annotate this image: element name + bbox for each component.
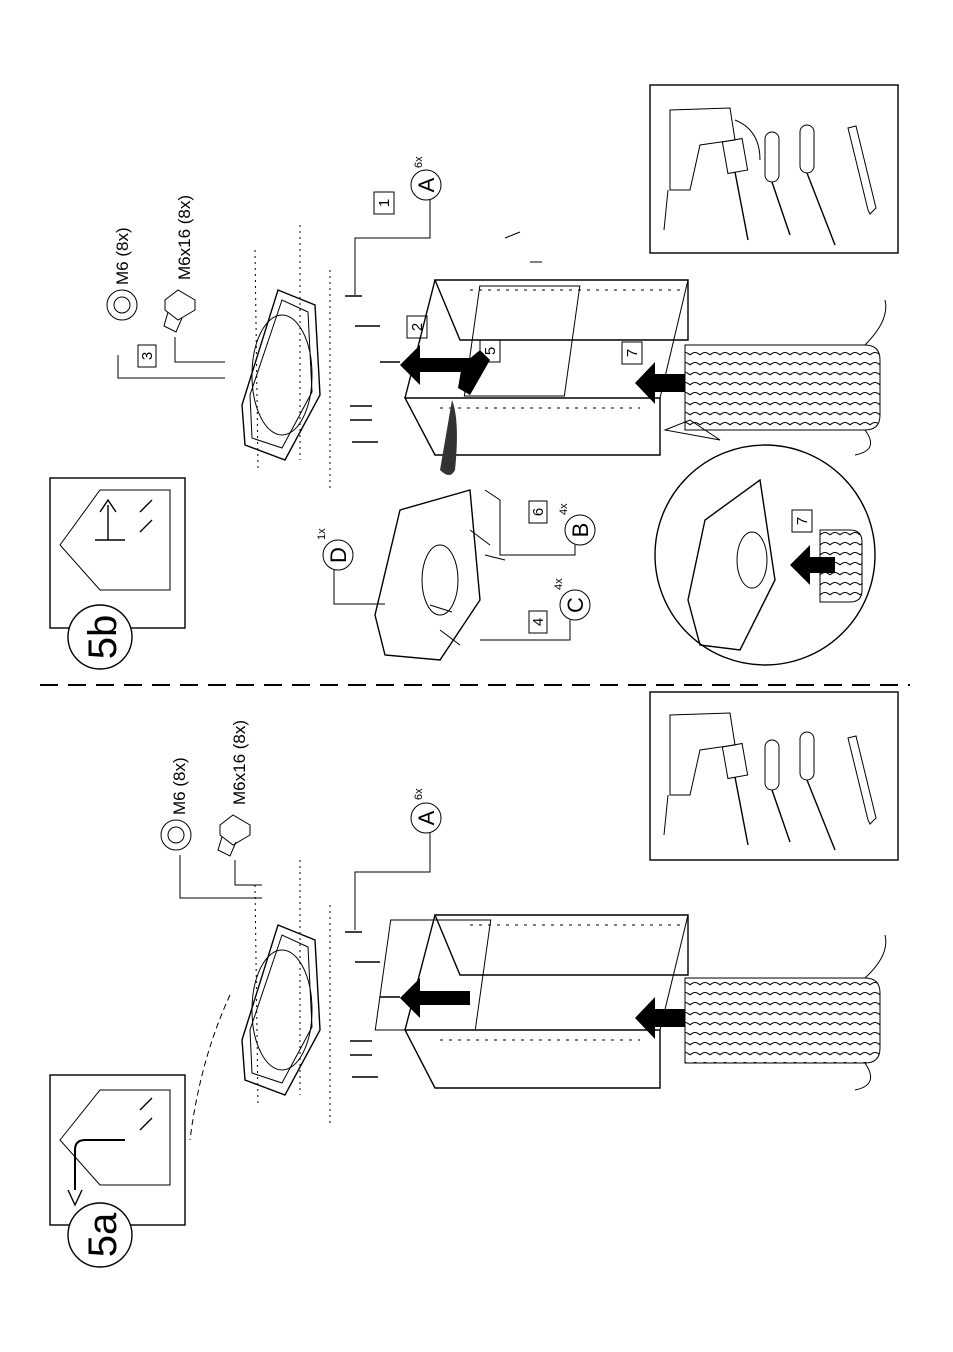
- number-4: 4: [530, 618, 547, 626]
- bolt-spec-label: M6x16 (8x): [175, 195, 194, 280]
- number-box-3: 3: [118, 337, 225, 378]
- screwdriver-icon: [800, 125, 835, 245]
- number-1: 1: [376, 199, 393, 207]
- drill-icon: [664, 108, 760, 230]
- mounting-plate-5b: [242, 225, 330, 490]
- flexible-hose-5a: [685, 935, 886, 1090]
- recirculation-icon: [50, 478, 185, 628]
- washer-callout: M6 (8x): [107, 227, 137, 320]
- number-6: 6: [530, 508, 547, 516]
- number-7: 7: [624, 349, 641, 357]
- pencil-icon: [848, 736, 876, 824]
- number-3: 3: [139, 352, 156, 360]
- part-c-badge: C 4x: [480, 578, 590, 640]
- part-c-letter: C: [563, 597, 588, 613]
- step-5b-label: 5b: [81, 615, 125, 660]
- flexible-hose-5b: [685, 300, 886, 455]
- drill-icon: [664, 713, 735, 835]
- saw-icon: [722, 139, 748, 240]
- number-box-4: 4: [529, 611, 547, 633]
- bolts-5b: [345, 296, 400, 442]
- part-c-qty: 4x: [553, 578, 565, 590]
- screwdriver-icon: [765, 132, 790, 235]
- bolts-5a: [345, 932, 400, 1077]
- duct-exhaust-icon: [50, 1075, 185, 1225]
- washer-spec-label: M6 (8x): [113, 227, 132, 285]
- part-a-qty: 6x: [413, 156, 425, 168]
- number-7-detail: 7: [794, 517, 811, 525]
- step-5b-panel: 5b: [50, 85, 898, 669]
- arrow-hose-5a: [635, 997, 690, 1039]
- arrow-7-top: 7: [622, 342, 690, 404]
- bolt-callout-5a: M6x16 (8x): [218, 720, 262, 885]
- part-d-qty: 1x: [316, 528, 328, 540]
- screwdriver-icon: [765, 740, 790, 842]
- detail-zoom-circle: 7: [655, 420, 875, 665]
- part-d-letter: D: [326, 547, 351, 563]
- step-badge-5a: 5a: [68, 1203, 132, 1267]
- pencil-icon: [848, 126, 876, 214]
- saw-icon: [722, 744, 748, 845]
- screwdriver-icon: [800, 732, 835, 850]
- arrow-up-5a: [400, 978, 470, 1018]
- number-5: 5: [482, 347, 499, 355]
- arrow-5: 5: [458, 340, 500, 395]
- chimney-housing-5b: [405, 232, 688, 475]
- number-box-1: 1: [374, 192, 394, 214]
- step-badge-5b: 5b: [68, 605, 132, 669]
- part-a-badge-5a: A 6x: [355, 788, 441, 930]
- part-b-letter: B: [568, 523, 593, 538]
- part-a-letter: A: [414, 177, 439, 192]
- mounting-plate-5a: [190, 860, 330, 1140]
- part-a-letter-5a: A: [414, 810, 439, 825]
- part-a-qty-5a: 6x: [413, 788, 425, 800]
- bolt-callout: M6x16 (8x): [164, 195, 195, 332]
- step-5a-label: 5a: [81, 1212, 125, 1257]
- part-b-qty: 4x: [558, 503, 570, 515]
- step-5a-panel: 5a: [50, 692, 898, 1267]
- tools-panel-5b: [650, 85, 898, 253]
- part-d-badge: D 1x: [316, 528, 385, 604]
- number-box-6: 6: [529, 501, 547, 523]
- recirculation-adapter-5b: [375, 490, 505, 660]
- part-a-badge-5b: A 6x: [355, 156, 441, 295]
- washer-spec-label-5a: M6 (8x): [170, 757, 189, 815]
- bolt-spec-label-5a: M6x16 (8x): [230, 720, 249, 805]
- tools-panel-5a: [650, 692, 898, 860]
